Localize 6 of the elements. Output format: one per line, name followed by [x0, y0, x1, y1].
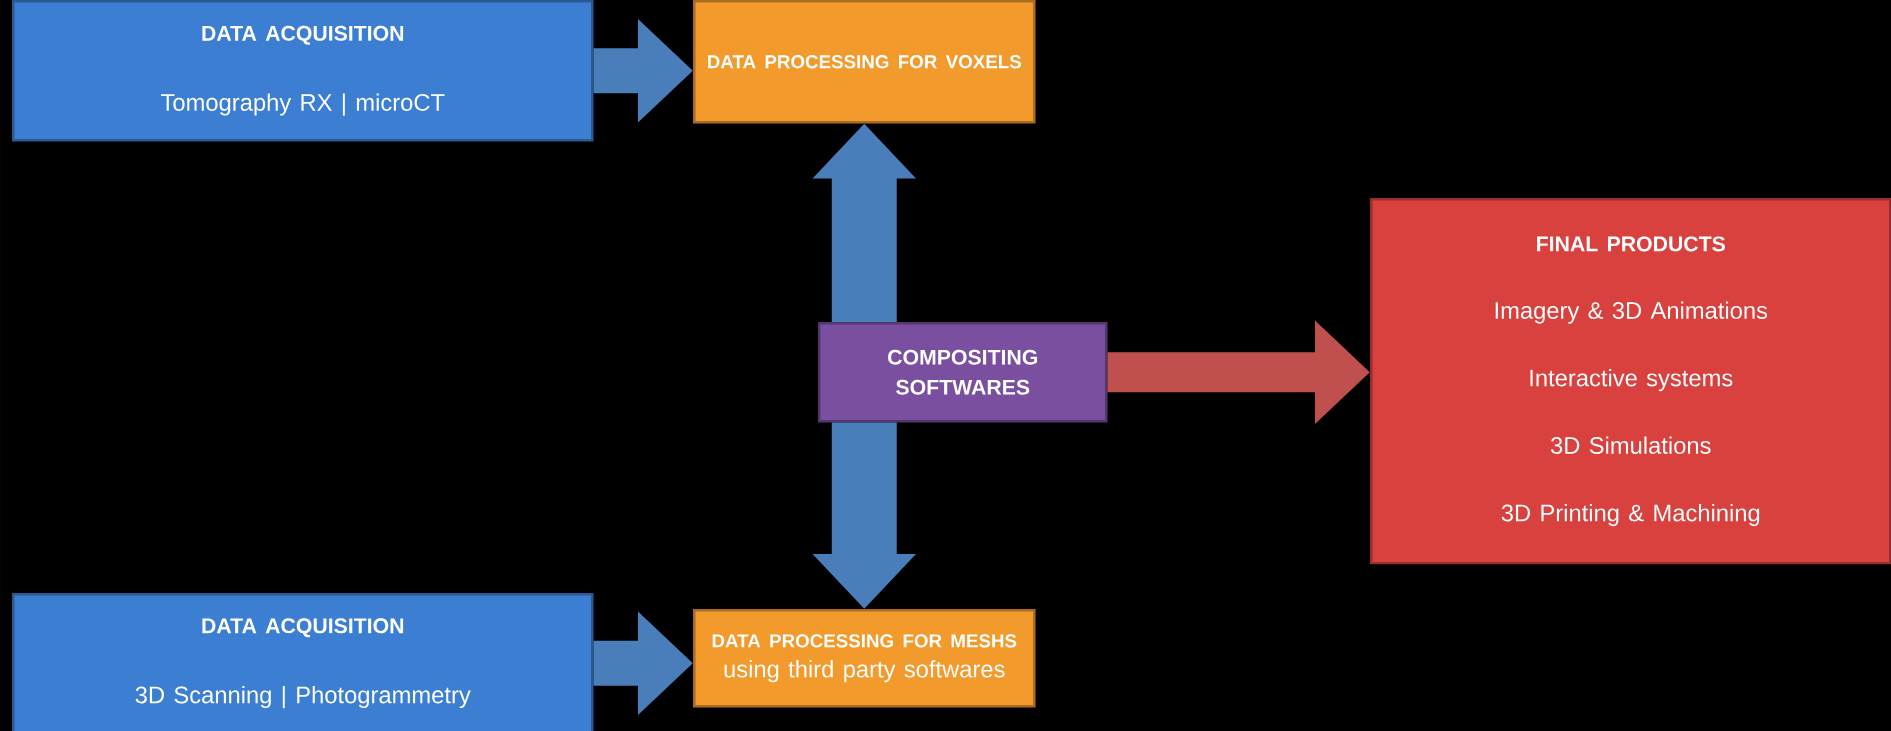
- compositing-box: COMPOSITING SOFTWARES: [818, 322, 1108, 423]
- processing-box: DATA PROCESSING FOR VOXELS: [693, 0, 1036, 124]
- acquisition-box: DATA ACQUISITION Tomography RX | microCT: [12, 0, 594, 142]
- acquisition-box: DATA ACQUISITION 3D Scanning | Photogrammetry: [12, 593, 594, 731]
- processing-box: DATA PROCESSING FOR MESHS using third party softwares: [693, 609, 1036, 708]
- products-box: FINAL PRODUCTS Imagery & 3D Animations Interactive systems 3D Simulations 3D Printing & Machining: [1370, 198, 1891, 565]
